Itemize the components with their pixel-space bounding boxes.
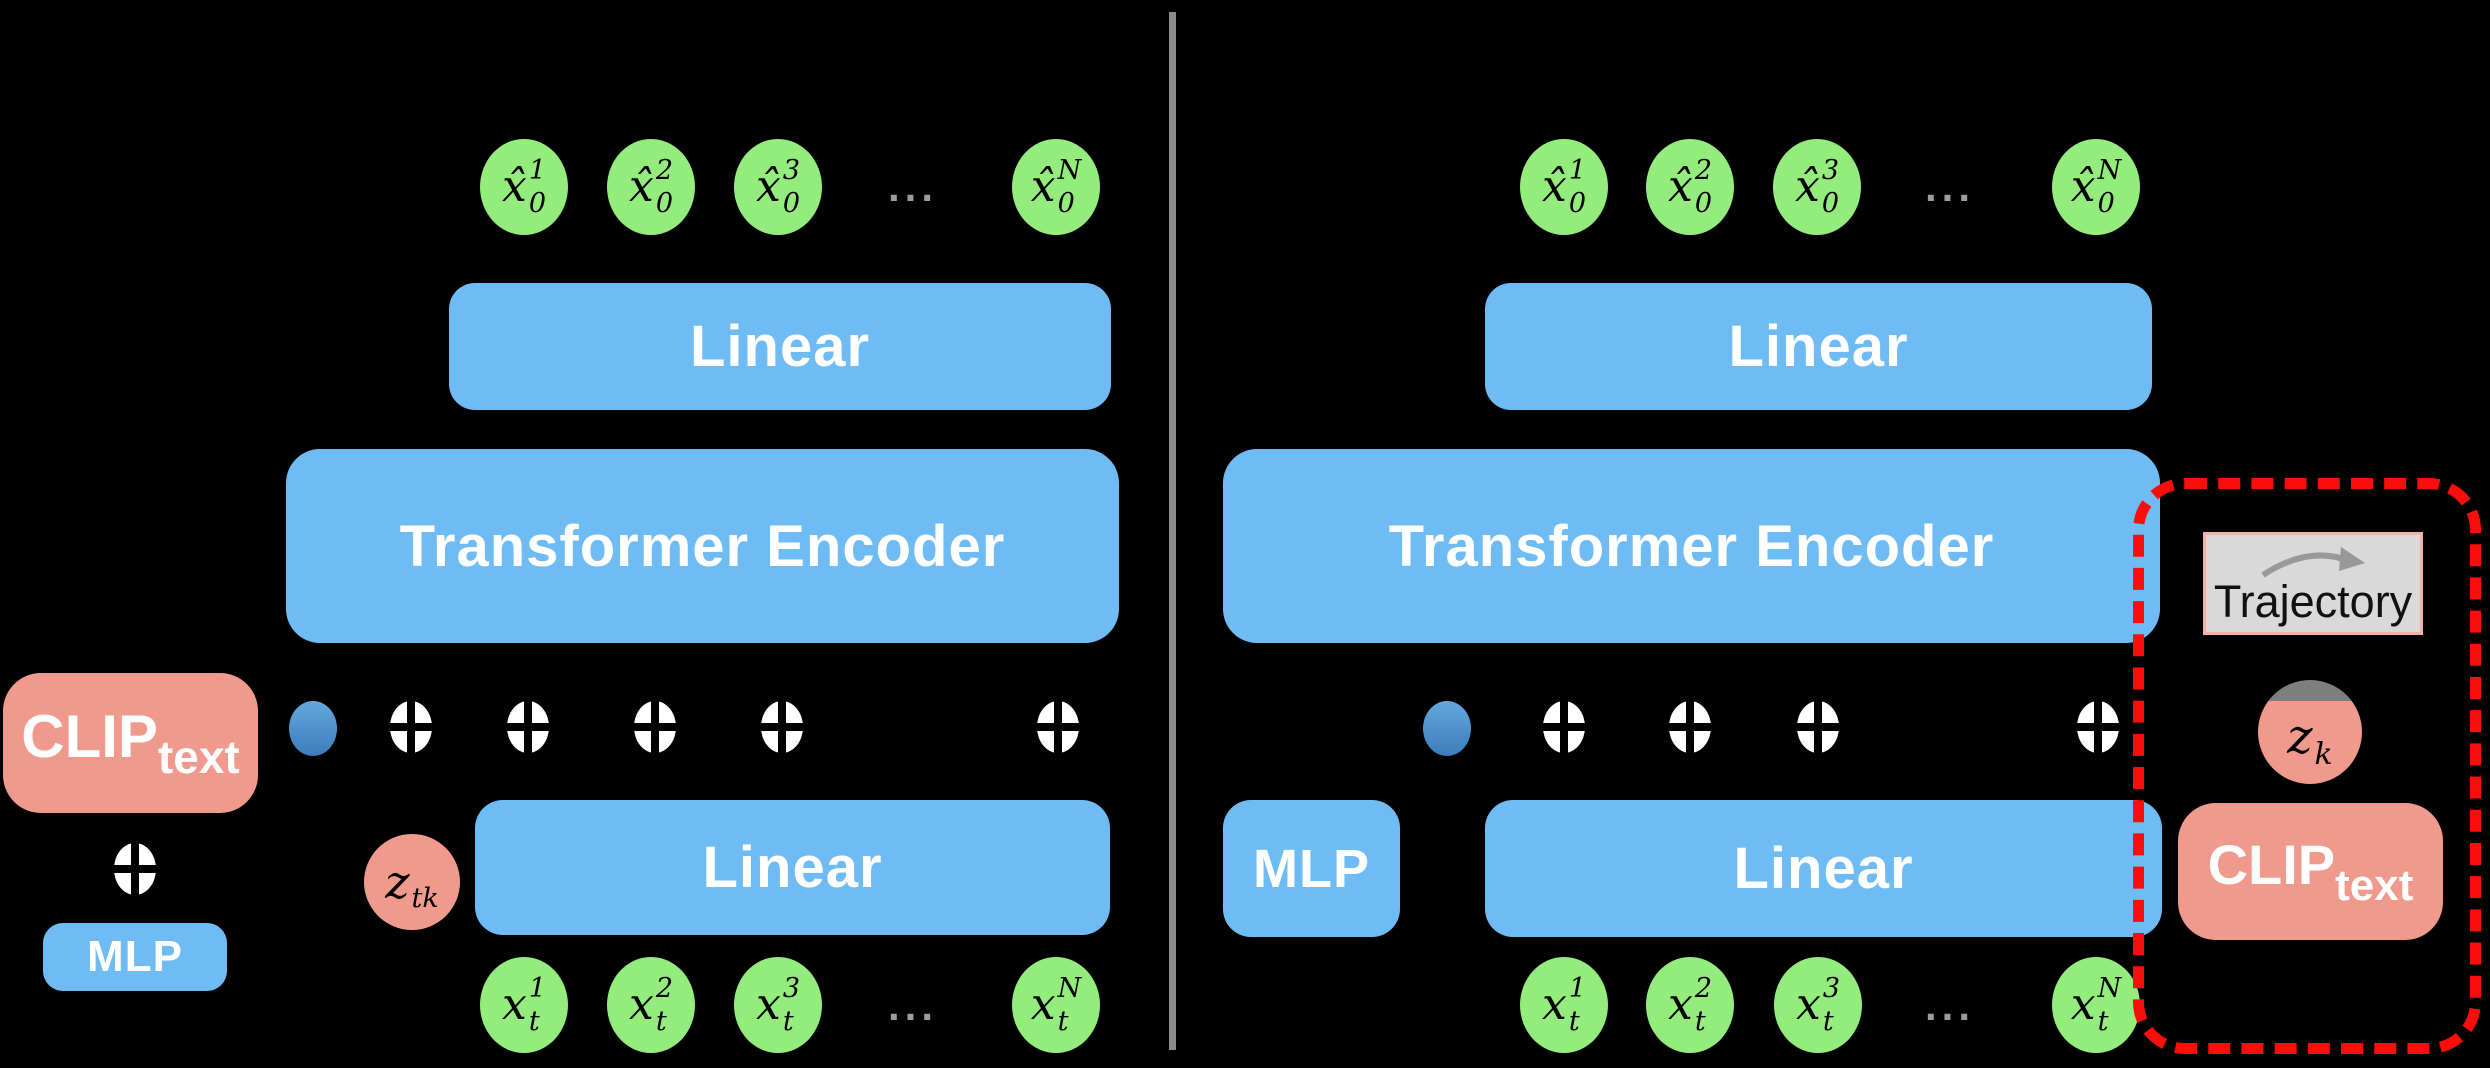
trajectory-arrow-icon: [2261, 547, 2365, 578]
trajectory-annotation-outline: [2133, 478, 2481, 1054]
ellipsis: ...: [1924, 982, 1975, 1029]
left-mlp-box: MLP: [43, 923, 227, 991]
right-transformer-encoder-box: Transformer Encoder: [1223, 449, 2160, 643]
ellipsis: ...: [887, 163, 938, 210]
add-icon: [1037, 701, 1079, 753]
add-icon: [1669, 701, 1711, 753]
add-icon: [1543, 701, 1585, 753]
left-mlp-label: MLP: [87, 932, 183, 981]
left-transformer-encoder-box: Transformer Encoder: [286, 449, 1119, 643]
token-label: z k: [2287, 709, 2333, 772]
right-clip-text-box: CLIPtext: [2178, 803, 2443, 940]
left-z-tk-token: z tk: [364, 834, 460, 930]
add-icon: [634, 701, 676, 753]
left-linear-bottom-box: Linear: [475, 800, 1110, 935]
right-linear-top-label: Linear: [1728, 314, 1909, 379]
right-mlp-box: MLP: [1223, 800, 1400, 937]
right-mlp-label: MLP: [1253, 838, 1370, 899]
right-z-k-token: z k: [2258, 680, 2362, 784]
left-clip-text-label: CLIPtext: [21, 703, 240, 783]
left-transformer-encoder-label: Transformer Encoder: [399, 513, 1006, 579]
left-linear-top-label: Linear: [689, 314, 871, 379]
right-linear-bottom-label: Linear: [1733, 836, 1914, 901]
ellipsis: ...: [1924, 163, 1975, 210]
ellipsis: ...: [887, 982, 938, 1029]
right-clip-text-label: CLIPtext: [2207, 833, 2414, 910]
add-icon: [507, 701, 549, 753]
panel-divider: [1169, 12, 1176, 1050]
add-icon: [2077, 701, 2119, 753]
add-icon: [761, 701, 803, 753]
right-transformer-encoder-label: Transformer Encoder: [1388, 513, 1995, 579]
timestep-token-dot: [1423, 701, 1471, 756]
timestep-token-dot: [289, 701, 337, 756]
right-linear-top-box: Linear: [1485, 283, 2152, 410]
add-icon: [114, 843, 156, 895]
left-linear-top-box: Linear: [449, 283, 1111, 410]
trajectory-label: Trajectory: [2213, 576, 2413, 627]
left-linear-bottom-label: Linear: [702, 835, 883, 900]
add-icon: [1797, 701, 1839, 753]
right-linear-bottom-box: Linear: [1485, 800, 2162, 937]
trajectory-box: Trajectory: [2203, 532, 2423, 635]
left-clip-text-box: CLIPtext: [3, 673, 258, 813]
token-label: z tk: [385, 855, 439, 914]
add-icon: [390, 701, 432, 753]
